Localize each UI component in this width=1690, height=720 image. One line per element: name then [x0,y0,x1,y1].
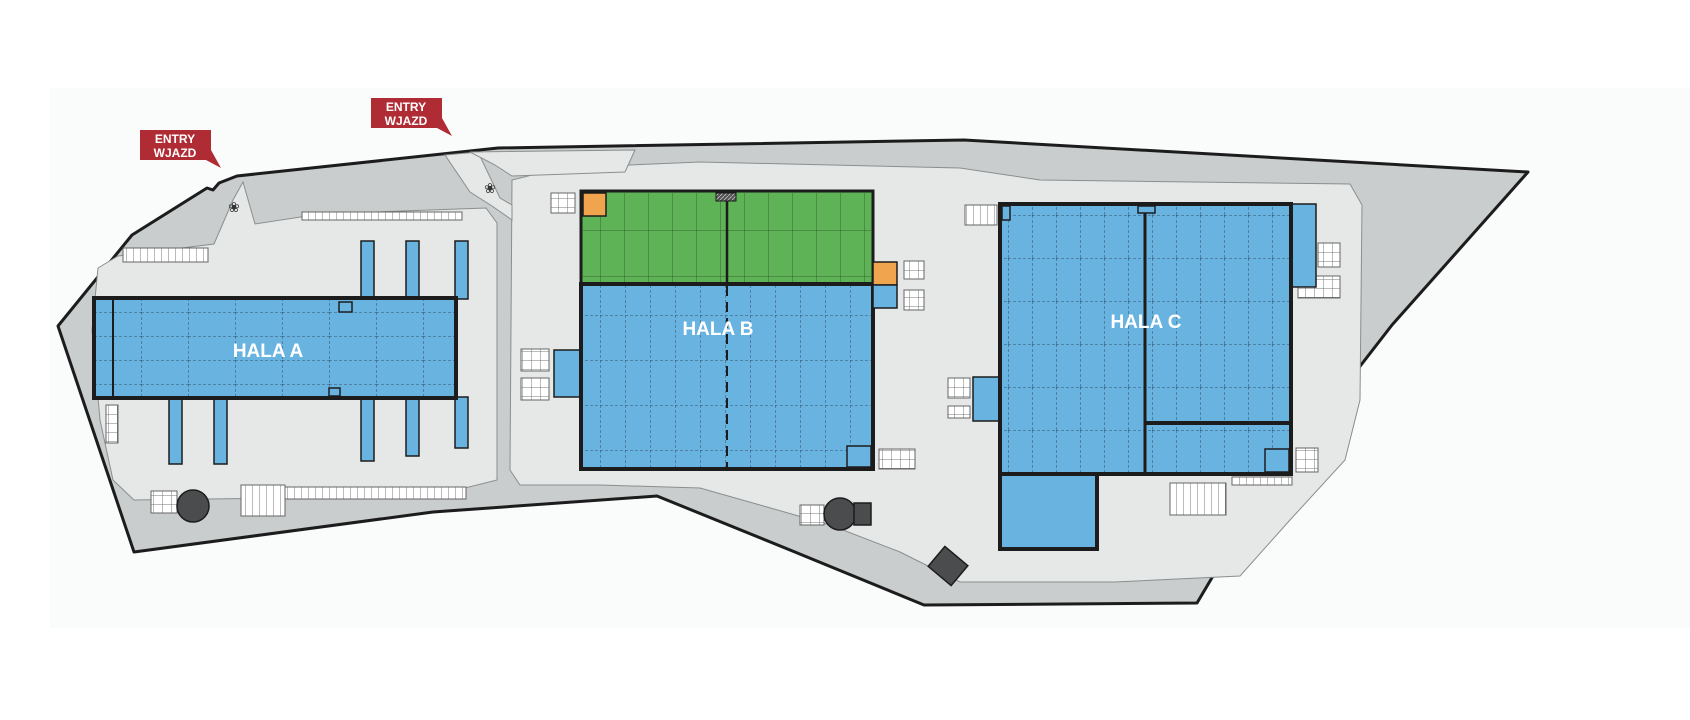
hala-a-office-2 [328,387,341,397]
parking-b-2 [520,348,550,372]
hala-b-corner-room [846,445,872,468]
access-road [444,151,513,221]
hala-b-tech-2 [872,261,898,286]
parking-a-bottom-2 [240,484,286,517]
entry-sign-1-line1: ENTRY [155,132,195,146]
tree-icon: ❀ [484,181,496,197]
hala-c-office-1 [1001,205,1011,221]
parking-a-north [301,211,463,221]
parking-c-7 [1169,482,1227,516]
entry-sign-2: ENTRY WJAZD [371,98,452,136]
parking-c-3 [947,405,971,419]
hala-b-hatched-unit [715,192,737,202]
parking-b-4 [903,260,925,280]
parking-b-3 [520,377,550,401]
parking-b-1 [550,192,576,214]
parking-a-corner [150,490,178,514]
hala-b-annex-east [872,284,898,309]
hala-c-extension [998,472,1099,551]
hala-b-label: HALA B [682,319,753,340]
parking-c-2 [947,377,971,399]
hala-c-corner-room [1264,448,1290,473]
hala-c-side-annex [972,376,1002,422]
parking-b-5 [903,289,925,311]
hala-a-grid [96,300,454,396]
parking-a-side [105,404,119,444]
parking-b-7 [799,504,825,526]
technical-building [927,545,969,587]
parking-a-bottom [283,486,467,500]
hala-c-east-annex [1290,203,1317,288]
tree-icon: ❀ [228,200,240,216]
entry-sign-1: ENTRY WJAZD [140,130,221,168]
hala-c-office-2 [1137,205,1156,214]
hala-b-tech-1 [582,192,607,217]
hala-b-side-annex [553,349,583,398]
entry-sign-2-line2: WJAZD [385,114,428,128]
water-tank-b [823,497,857,531]
hala-c-label: HALA C [1110,312,1181,333]
parking-c-4 [1317,242,1341,268]
parking-a-top [122,247,209,263]
parking-c-6 [1295,447,1319,473]
water-tank-a [176,489,210,523]
parking-c-8 [1231,476,1293,486]
parking-b-6 [878,448,916,470]
pump-house-b [853,502,872,526]
hala-a-label: HALA A [233,341,304,362]
access-road-2 [469,149,636,177]
parking-c-1 [964,204,998,226]
hala-a-office-1 [338,301,353,313]
entry-sign-2-line1: ENTRY [386,100,426,114]
entry-sign-1-line2: WJAZD [154,146,197,160]
